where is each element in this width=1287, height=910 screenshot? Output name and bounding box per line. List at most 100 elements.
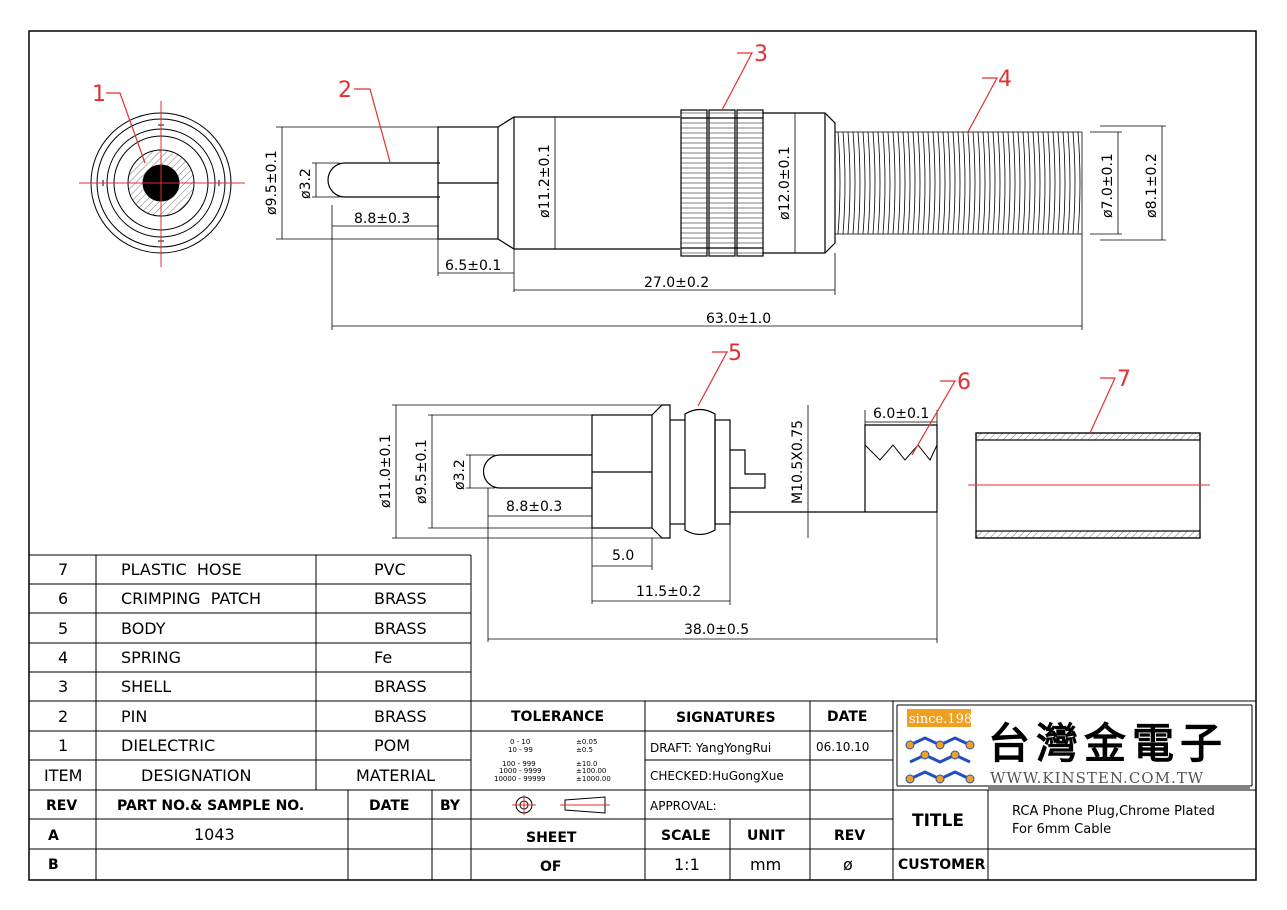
draft-date: 06.10.10 (816, 740, 869, 754)
callout-2: 2 (338, 78, 352, 103)
dim-mid-5-0: 5.0 (612, 548, 634, 564)
tolerance-range: 100 - 999 (502, 760, 536, 768)
drawing-border (28, 30, 1257, 881)
part-header: PART NO.& SAMPLE NO. (117, 798, 304, 814)
tolerance-range: 0 - 10 (510, 738, 530, 746)
revision-table: REV PART NO.& SAMPLE NO. DATE BY A 1043 … (46, 798, 461, 873)
bom-item: 1 (58, 736, 68, 755)
dim-mid-thread: M10.5X0.75 (790, 420, 806, 504)
bom-material: BRASS (374, 589, 427, 608)
dim-mid-11-5: 11.5±0.2 (636, 584, 701, 600)
dim-top-12-0: ø12.0±0.1 (777, 146, 793, 220)
of-label: OF (540, 859, 561, 875)
tolerance-value: ±100.00 (576, 767, 606, 775)
end-view (79, 101, 245, 267)
tolerance-range: 10 - 99 (508, 746, 533, 754)
customer-label: CUSTOMER (898, 857, 986, 873)
dim-mid-9-5: ø9.5±0.1 (414, 439, 430, 504)
bom-designation: BODY (121, 619, 166, 638)
bom-item: 7 (58, 560, 68, 579)
title-line-1: RCA Phone Plug,Chrome Plated (1012, 804, 1215, 819)
callout-4: 4 (998, 67, 1012, 92)
bom-designation: CRIMPING PATCH (121, 589, 261, 608)
bom-material: BRASS (374, 619, 427, 638)
unit-label: UNIT (747, 828, 785, 844)
bom-material: POM (374, 736, 410, 755)
bom-designation: SHELL (121, 677, 171, 696)
rev-label: REV (834, 828, 865, 844)
bom-material: PVC (374, 560, 406, 579)
bom-table: 7 PLASTIC HOSE PVC 6 CRIMPING PATCH BRAS… (44, 560, 435, 785)
dim-top-7-0: ø7.0±0.1 (1100, 153, 1116, 218)
tolerance-value: ±0.5 (576, 746, 593, 754)
rev-header: REV (46, 798, 77, 814)
logo-website: WWW.KINSTEN.COM.TW (990, 769, 1204, 787)
dim-top-11-2: ø11.2±0.1 (537, 144, 553, 218)
dim-top-9-5: ø9.5±0.1 (264, 150, 280, 215)
callout-1: 1 (92, 82, 106, 107)
dim-mid-11-0: ø11.0±0.1 (378, 434, 394, 508)
unit-value: mm (750, 855, 781, 874)
bom-material: BRASS (374, 707, 427, 726)
title-label: TITLE (912, 811, 964, 831)
table-grid (29, 554, 1256, 880)
tolerance-value: ±10.0 (576, 760, 597, 768)
bom-designation: PLASTIC HOSE (121, 560, 242, 579)
bom-material: BRASS (374, 677, 427, 696)
sheet-label: SHEET (526, 830, 577, 846)
rev-value: ø (843, 855, 853, 874)
callout-7: 7 (1117, 367, 1131, 392)
bom-item: 6 (58, 589, 68, 608)
top-dimension-lines (276, 113, 1166, 330)
bom-header-designation: DESIGNATION (141, 766, 251, 785)
bom-item: 5 (58, 619, 68, 638)
tolerance-range: 1000 - 9999 (499, 767, 542, 775)
checked-signature: CHECKED:HuGongXue (650, 769, 784, 783)
rev-a: A (48, 828, 59, 844)
bom-designation: PIN (121, 707, 147, 726)
scale-label: SCALE (661, 828, 711, 844)
draft-signature: DRAFT: YangYongRui (650, 741, 771, 755)
rev-b: B (48, 857, 59, 873)
dim-mid-3-2: ø3.2 (452, 459, 468, 490)
bom-designation: DIELECTRIC (121, 736, 215, 755)
crimp-teeth (864, 444, 938, 461)
spring-coil (835, 131, 1083, 235)
scale-value: 1:1 (674, 855, 700, 874)
dim-top-8-8: 8.8±0.3 (354, 211, 410, 227)
callout-6: 6 (957, 370, 971, 395)
tolerance-range: 10000 - 99999 (494, 775, 546, 783)
tolerance-value: ±1000.00 (576, 775, 611, 783)
knurl-marks (681, 112, 763, 254)
date-label: DATE (827, 709, 867, 725)
logo-company-cn: 台灣金電子 (988, 719, 1228, 768)
dim-mid-6-0: 6.0±0.1 (873, 406, 929, 422)
bom-material: Fe (374, 648, 392, 667)
callout-3: 3 (754, 42, 768, 67)
bom-item: 4 (58, 648, 68, 667)
bom-item: 2 (58, 707, 68, 726)
bom-designation: SPRING (121, 648, 181, 667)
callout-leaders (106, 52, 1116, 456)
by-header: BY (440, 798, 461, 814)
tolerance-label: TOLERANCE (511, 709, 604, 725)
projection-symbol (512, 795, 610, 815)
bom-header-item: ITEM (44, 766, 82, 785)
plastic-hose-view (968, 432, 1210, 539)
dim-top-6-5: 6.5±0.1 (445, 258, 501, 274)
middle-dimension-lines (392, 404, 938, 643)
title-block: TOLERANCE 0 - 10 ±0.05 10 - 99 ±0.5 100 … (494, 709, 1215, 875)
logo-since: since.1980 (909, 712, 980, 727)
tolerance-value: ±0.05 (576, 738, 597, 746)
middle-side-view (482, 404, 938, 539)
dim-mid-38-0: 38.0±0.5 (684, 622, 749, 638)
part-a: 1043 (194, 825, 235, 844)
dim-top-27-0: 27.0±0.2 (644, 275, 709, 291)
dim-top-3-2: ø3.2 (298, 168, 314, 199)
dim-mid-8-8: 8.8±0.3 (506, 499, 562, 515)
approval-label: APPROVAL: (650, 799, 717, 813)
bom-header-material: MATERIAL (356, 766, 435, 785)
bom-item: 3 (58, 677, 68, 696)
dim-top-63-0: 63.0±1.0 (706, 311, 771, 327)
